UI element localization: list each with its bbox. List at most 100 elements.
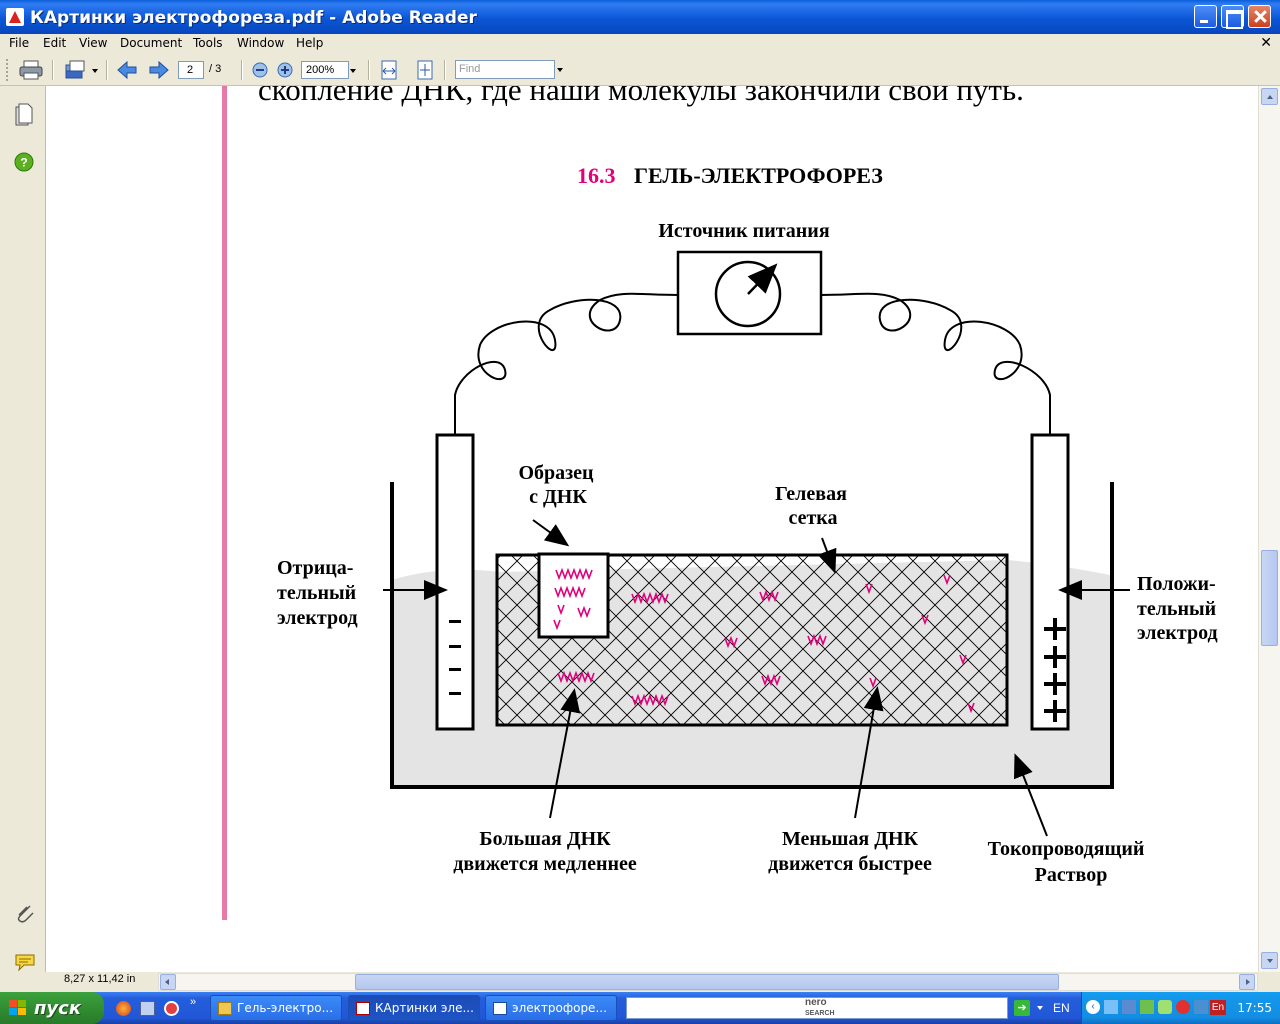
zoom-out-icon[interactable] [251,59,269,81]
positive-label-2: тельный [1137,598,1216,620]
vertical-scrollbar[interactable] [1258,86,1280,972]
search-go-icon[interactable]: ➔ [1014,1000,1030,1016]
fit-width-icon[interactable] [378,59,400,81]
scroll-down-button[interactable] [1261,952,1278,969]
search-options-icon[interactable] [1037,1006,1043,1010]
scroll-right-button[interactable] [1239,974,1255,990]
page-total: / 3 [209,63,222,75]
firefox-icon[interactable] [116,1001,131,1016]
small-dna-arrow [854,686,884,819]
organizer-dropdown-icon[interactable] [92,69,98,73]
power-source-label: Источник питания [658,220,829,242]
adobe-reader-icon [6,8,24,26]
page-margin-bar [222,86,227,920]
start-button[interactable]: пуск [0,992,104,1024]
toolbar-separator [106,60,108,80]
tray-app-icon[interactable] [1140,1000,1154,1014]
menu-help[interactable]: Help [296,36,324,50]
status-bar: 8,27 x 11,42 in [0,972,1280,992]
menu-tools[interactable]: Tools [193,36,223,50]
zoom-in-icon[interactable] [276,59,294,81]
system-tray: ‹ En 17:55 [1081,992,1280,1024]
task-button-word[interactable]: электрофоре... [485,995,617,1021]
taskbar: пуск » Гель-электро... КАртинки элe... э… [0,992,1280,1024]
task-label: КАртинки элe... [375,1001,474,1015]
help-icon[interactable]: ? [14,152,34,172]
tray-expand-icon[interactable]: ‹ [1086,1000,1100,1014]
sample-label-1: Образец [518,462,594,484]
network-icon[interactable] [1122,1000,1136,1014]
positive-label-3: электрод [1137,622,1218,644]
comments-icon[interactable] [14,952,38,974]
toolbar-grip [6,59,10,81]
document-top-text: скопление ДНК, где наши молекулы закончи… [258,86,1024,107]
negative-electrode [435,433,475,731]
find-input[interactable]: Find [455,60,555,79]
buffer-label-1: Токопроводящий [988,838,1145,860]
meter-needle [747,263,778,295]
menu-view[interactable]: View [79,36,108,50]
window-title: КАртинки электрофореза.pdf - Adobe Reade… [30,8,477,28]
scroll-up-button[interactable] [1261,88,1278,105]
scroll-left-button[interactable] [160,974,176,990]
close-button[interactable] [1248,5,1271,28]
zoom-dropdown-icon[interactable] [350,69,356,73]
task-button-adobe-reader[interactable]: КАртинки элe... [348,995,480,1021]
toolbar-separator [368,60,370,80]
task-button-folder[interactable]: Гель-электро... [210,995,342,1021]
title-bar: КАртинки электрофореза.pdf - Adobe Reade… [0,0,1280,34]
language-indicator[interactable]: EN [1053,1001,1070,1015]
document-view[interactable]: скопление ДНК, где наши молекулы закончи… [46,86,1258,972]
quicklaunch-app-icon[interactable] [140,1001,155,1016]
pages-icon[interactable] [14,102,34,126]
print-icon[interactable] [18,59,44,81]
buffer-arrow [1013,753,1048,837]
buffer-label-2: Раствор [1035,864,1108,886]
negative-label-2: тельный [277,582,356,604]
zoom-level-input[interactable]: 200% [301,61,349,79]
page-number-input[interactable]: 2 [178,61,204,79]
positive-wire [820,292,1051,436]
menu-file[interactable]: File [9,36,30,50]
volume-icon[interactable] [1194,1000,1208,1014]
opera-icon[interactable] [164,1001,179,1016]
section-title: ГЕЛЬ-ЭЛЕКТРОФОРЕЗ [634,163,883,188]
electrophoresis-tank [390,482,1114,789]
keyboard-layout-indicator[interactable]: En [1210,1000,1226,1015]
menu-window[interactable]: Window [237,36,285,50]
dna-fragments [553,567,975,714]
gel-arrow [817,537,837,574]
horizontal-scroll-thumb[interactable] [355,974,1059,990]
bluetooth-icon[interactable] [1104,1000,1118,1014]
quicklaunch-expand-icon[interactable]: » [190,996,197,1008]
windows-logo-icon [9,1000,26,1015]
document-close-icon[interactable]: ✕ [1260,34,1272,50]
antivirus-icon[interactable] [1176,1000,1190,1014]
messenger-icon[interactable] [1158,1000,1172,1014]
start-label: пуск [34,998,82,1019]
menu-edit[interactable]: Edit [43,36,67,50]
clock[interactable]: 17:55 [1237,1001,1272,1015]
toolbar-separator [444,60,446,80]
fit-page-icon[interactable] [414,59,436,81]
task-label: Гель-электро... [237,1001,334,1015]
large-dna-label-2: движется медленнее [453,853,637,875]
organizer-icon[interactable] [62,59,88,81]
previous-page-icon[interactable] [116,59,138,81]
maximize-button[interactable] [1221,5,1244,29]
attachments-icon[interactable] [14,902,36,924]
next-page-icon[interactable] [148,59,170,81]
minimize-button[interactable] [1194,5,1217,28]
negative-wire [454,292,679,436]
sample-well [537,552,610,639]
menu-document[interactable]: Document [120,36,183,50]
find-dropdown-icon[interactable] [557,68,563,72]
pdf-icon [356,1002,370,1015]
horizontal-scrollbar[interactable] [158,973,1258,991]
scroll-thumb[interactable] [1261,550,1278,646]
toolbar: 2 / 3 200% Find [0,54,1280,86]
task-label: электрофоре... [512,1001,607,1015]
page-size-label: 8,27 x 11,42 in [64,973,136,985]
